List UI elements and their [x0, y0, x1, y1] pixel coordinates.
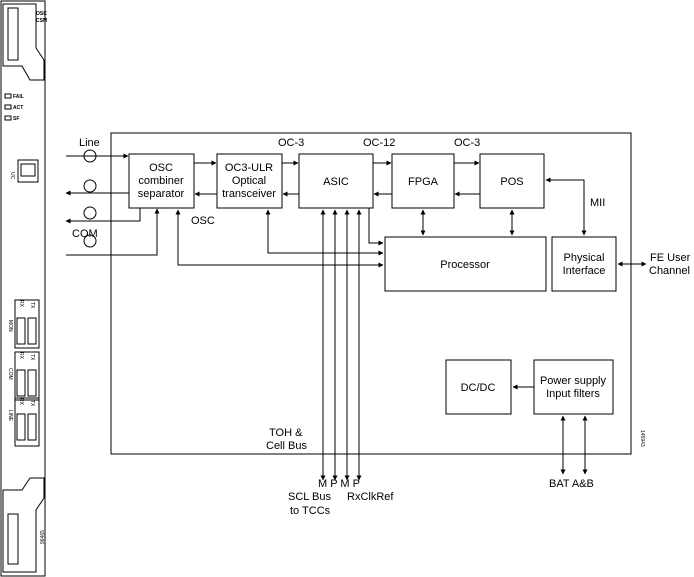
physical-interface-label-2: Interface: [563, 265, 606, 277]
fpga-block: [391, 153, 455, 209]
osc-processor-link: [175, 209, 384, 268]
dcdc-label: DC/DC: [461, 382, 496, 394]
bottom-ejector: [2, 477, 45, 573]
port-line-rx-label: RX: [18, 398, 24, 406]
osc-combiner-label-3: separator: [138, 188, 185, 200]
figure-id: 145943: [639, 430, 645, 447]
led-sf: [4, 115, 12, 121]
port-name-mon: MON: [7, 320, 13, 332]
asic-processor-link: [368, 208, 384, 246]
top-ejector: [2, 3, 45, 81]
port-name-com: COM: [7, 368, 13, 380]
card-labels: OSC CSM FAIL ACT SF UC MON RX TX COM RX …: [7, 11, 47, 544]
pos-block: [479, 153, 545, 209]
oc3-label-a: OC-3: [278, 137, 304, 149]
port-line-tx: [27, 413, 37, 441]
fe-user-label-1: FE User: [650, 252, 691, 264]
osc-combiner-block: [128, 153, 195, 209]
rxclkref-label: RxClkRef: [347, 491, 394, 503]
toh-label-2: Cell Bus: [266, 440, 307, 452]
led-label-fail: FAIL: [13, 94, 24, 100]
com-out-arrow: [65, 208, 141, 224]
oc3-ulr-label-1: OC3-ULR: [225, 162, 273, 174]
port-mon-tx: [27, 317, 37, 345]
com-in-port-circle: [83, 234, 97, 248]
oc12-label: OC-12: [363, 137, 395, 149]
scl-bus-label-1: SCL Bus: [288, 491, 332, 503]
osc-label: OSC: [191, 215, 215, 227]
bottom-ejector-slot: [7, 513, 19, 565]
card-outline: [0, 0, 46, 577]
oc3-label-b: OC-3: [454, 137, 480, 149]
physical-interface-block: [551, 236, 617, 292]
port-com-rx-label: RX: [18, 352, 24, 360]
mii-label: MII: [590, 197, 605, 209]
bat-label: BAT A&B: [549, 478, 594, 490]
led-fail: [4, 93, 12, 99]
oc3-ulr-label-2: Optical: [232, 175, 266, 187]
line-label: Line: [79, 137, 100, 149]
port-line-tx-label: TX: [29, 400, 35, 407]
top-ejector-slot: [7, 7, 19, 61]
physical-interface-label-1: Physical: [564, 252, 605, 264]
osc-combiner-label-1: OSC: [149, 162, 173, 174]
port-mon-rx-label: RX: [18, 300, 24, 308]
oc3-processor-link: [265, 209, 384, 256]
port-name-line: LINE: [7, 410, 13, 422]
asic-block: [298, 153, 374, 209]
dcdc-block: [445, 359, 512, 415]
port-com-rx: [16, 369, 26, 397]
asic-label: ASIC: [323, 176, 349, 188]
uc-connector: [17, 159, 39, 183]
port-com: [14, 351, 40, 401]
card-label-osc: OSC: [36, 11, 47, 17]
toh-label-1: TOH &: [269, 427, 303, 439]
mpmp-label: M P M P: [318, 478, 360, 490]
power-supply-label-2: Input filters: [546, 388, 600, 400]
processor-block: [384, 236, 547, 292]
uc-connector-inner: [20, 163, 36, 177]
oc3-ulr-block: [216, 153, 283, 209]
uc-label: UC: [9, 172, 15, 180]
port-line: [14, 397, 40, 447]
port-mon-rx: [16, 317, 26, 345]
mii-link: [545, 177, 587, 236]
power-supply-label-1: Power supply: [540, 375, 607, 387]
pos-label: POS: [500, 176, 523, 188]
port-mon-tx-label: TX: [29, 302, 35, 309]
osc-port-circle: [83, 179, 97, 193]
oc3-ulr-label-3: transceiver: [222, 188, 276, 200]
card-faceplate: [0, 0, 46, 577]
com-label: COM: [72, 228, 98, 240]
led-act: [4, 104, 12, 110]
card-id: 96465: [40, 530, 46, 544]
port-mon: [14, 299, 40, 349]
port-com-tx: [27, 369, 37, 397]
led-label-act: ACT: [13, 105, 23, 111]
port-com-tx-label: TX: [29, 354, 35, 361]
board-boundary: [110, 132, 632, 455]
power-supply-block: [533, 359, 614, 415]
processor-label: Processor: [440, 259, 490, 271]
card-label-csm: CSM: [36, 18, 47, 24]
osc-combiner-label-2: combiner: [138, 175, 184, 187]
fe-user-label-2: Channel: [649, 265, 690, 277]
com-out-port-circle: [83, 206, 97, 220]
led-label-sf: SF: [13, 116, 19, 122]
port-line-rx: [16, 413, 26, 441]
scl-bus-label-2: to TCCs: [290, 505, 331, 517]
fpga-label: FPGA: [408, 176, 439, 188]
com-in-arrow: [66, 208, 160, 256]
